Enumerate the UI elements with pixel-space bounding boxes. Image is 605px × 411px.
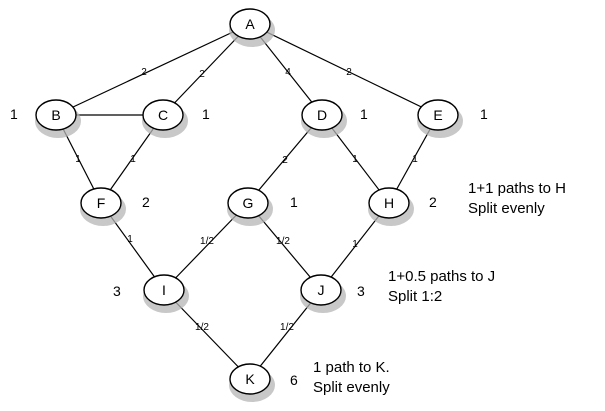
- edge-line-a-e: [249, 23, 439, 116]
- note-line: Split 1:2: [388, 288, 442, 305]
- node-ellipse: [143, 274, 185, 306]
- node-ellipse: [229, 363, 271, 395]
- edge-weight-label: 2: [346, 67, 352, 78]
- node-label: J: [318, 282, 325, 298]
- edge-weight-label: 1: [352, 154, 358, 165]
- edge-weight-label: 4: [285, 67, 291, 78]
- node-ellipse: [80, 187, 122, 219]
- node-path-count: 1: [360, 106, 368, 122]
- edge-weight-label: 2: [199, 69, 205, 80]
- edge-weight-label: 1: [127, 234, 133, 245]
- node-label: F: [97, 195, 106, 211]
- node-ellipse: [142, 99, 184, 131]
- note-line: 1 path to K.: [313, 359, 390, 376]
- edge-weight-label: 1: [75, 154, 81, 165]
- node-label: E: [433, 107, 442, 123]
- edge-weight-label: 1/2: [280, 322, 294, 333]
- node-ellipse: [417, 99, 459, 131]
- node-path-count: 3: [113, 283, 121, 299]
- node-ellipse: [301, 99, 343, 131]
- node-a: A: [229, 8, 275, 47]
- edge-weight-label: 1/2: [276, 236, 290, 247]
- node-path-count: 6: [290, 372, 298, 388]
- node-path-count: 2: [429, 194, 437, 210]
- node-path-count: 1: [480, 106, 488, 122]
- edge-weight-label: 1/2: [195, 322, 209, 333]
- edge-weight-label: 2: [141, 67, 147, 78]
- note-line: 1+1 paths to H: [468, 180, 566, 197]
- edges-layer: 2 2 4 2 1 1 2 1 1 1 1/2 1/2 1 1/2 1/2: [55, 23, 439, 380]
- node-label: I: [162, 282, 166, 298]
- notes-layer: 1+1 paths to H Split evenly 1+0.5 paths to…: [313, 180, 566, 396]
- node-label: B: [51, 107, 60, 123]
- edge-line-a-b: [55, 23, 251, 116]
- node-path-count: 1: [202, 106, 210, 122]
- edge-weight-label: 1: [352, 239, 358, 250]
- node-label: K: [245, 371, 255, 387]
- note-k: 1 path to K. Split evenly: [313, 359, 390, 396]
- node-label: G: [243, 195, 254, 211]
- node-b: B1: [10, 99, 81, 138]
- node-i: I3: [113, 274, 189, 313]
- edge-weight-label: 2: [282, 155, 288, 166]
- node-ellipse: [300, 274, 342, 306]
- edge-weight-label: 1: [412, 154, 418, 165]
- edge-weight-label: 1: [130, 154, 136, 165]
- node-label: H: [384, 195, 394, 211]
- node-ellipse: [229, 8, 271, 40]
- node-ellipse: [227, 187, 269, 219]
- note-j: 1+0.5 paths to J Split 1:2: [388, 268, 495, 305]
- edge-a-b: 2: [55, 23, 251, 116]
- note-h: 1+1 paths to H Split evenly: [468, 180, 566, 217]
- node-path-count: 3: [357, 283, 365, 299]
- node-path-count: 1: [290, 194, 298, 210]
- edge-a-e: 2: [249, 23, 439, 116]
- node-label: D: [317, 107, 327, 123]
- note-line: 1+0.5 paths to J: [388, 268, 495, 285]
- node-ellipse: [35, 99, 77, 131]
- edge-weight-label: 1/2: [200, 236, 214, 247]
- node-ellipse: [368, 187, 410, 219]
- note-line: Split evenly: [313, 379, 390, 396]
- node-label: C: [158, 107, 168, 123]
- node-path-count: 1: [10, 106, 18, 122]
- node-label: A: [245, 16, 255, 32]
- note-line: Split evenly: [468, 200, 545, 217]
- node-path-count: 2: [142, 194, 150, 210]
